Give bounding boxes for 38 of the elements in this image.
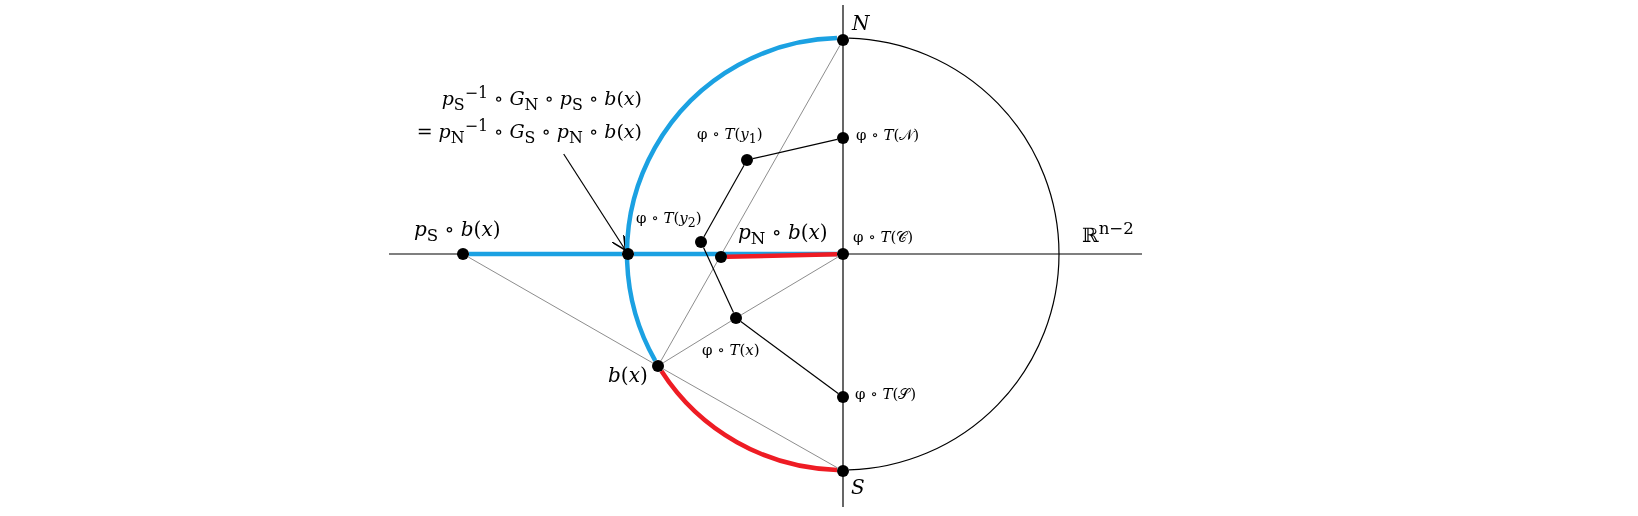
point-dot [695, 236, 707, 248]
point-label: N [852, 12, 870, 34]
point-dot [837, 132, 849, 144]
point-dot [652, 360, 664, 372]
line-segment [703, 164, 745, 238]
arrow [563, 153, 627, 251]
line-segment [702, 246, 735, 314]
line-segment [740, 256, 839, 316]
line-segment [469, 251, 622, 257]
point-dot [837, 248, 849, 260]
axis-label: ℝ$^{n−2}$ [1082, 220, 1134, 246]
point-label: φ ∘ T(𝒮) [855, 386, 917, 403]
line-segment [726, 251, 838, 260]
line-segment [848, 37, 1060, 471]
point-dot [741, 154, 753, 166]
point-label: p$_{S}$ ∘ b(x) [414, 218, 501, 246]
point-label: φ ∘ T(y$_{2}$) [636, 210, 702, 230]
line-segment [624, 35, 838, 362]
line-segment [662, 320, 732, 364]
point-dot [730, 312, 742, 324]
point-label: φ ∘ T(𝒞) [853, 229, 914, 246]
formula-label: p$_{S}$$^{−1}$ ∘ G$_{N}$ ∘ p$_{S}$ ∘ b(x) = p$_{N}$$^{−1}$ ∘ G$_{S}$ ∘ p$_{N}$ ∘ b(x) [372, 82, 642, 149]
point-dot [622, 248, 634, 260]
point-label: φ ∘ T(x) [702, 342, 760, 359]
point-label: S [851, 476, 865, 498]
point-label: φ ∘ T(𝒩) [856, 127, 920, 144]
point-dot [457, 248, 469, 260]
point-dot [837, 465, 849, 477]
point-label: b(x) [608, 364, 648, 386]
line-segment [660, 44, 841, 362]
line-segment [467, 256, 654, 364]
point-dot [837, 34, 849, 46]
line-segment [740, 320, 839, 395]
line-segment [752, 138, 838, 160]
point-label: φ ∘ T(y$_{1}$) [697, 126, 763, 146]
point-dot [837, 391, 849, 403]
point-dot [715, 251, 727, 263]
point-label: p$_{N}$ ∘ b(x) [738, 221, 828, 249]
